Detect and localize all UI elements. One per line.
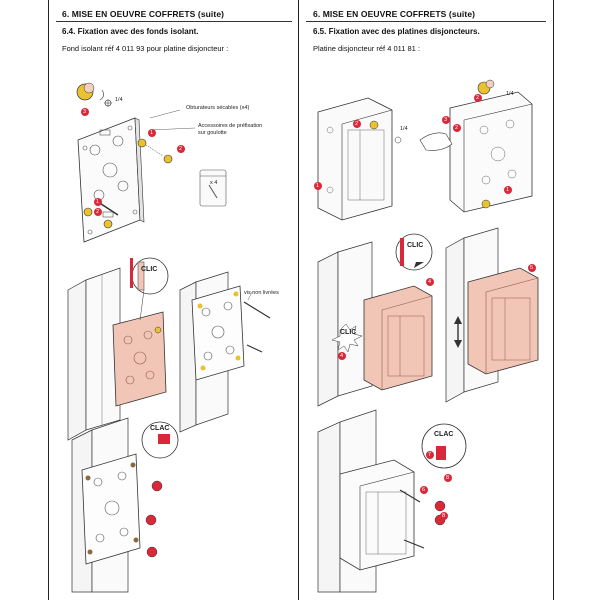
left-column [48, 0, 299, 600]
marker-r-3: 3 [444, 117, 448, 123]
marker-r-8b: 8 [446, 475, 450, 481]
marker-r-1b: 1 [506, 187, 510, 193]
marker-1c: 2 [179, 146, 183, 152]
marker-1d: 1 [96, 199, 100, 205]
label-accessories-1: Accessoires de préfixation [198, 123, 263, 129]
label-shutters: Obturateurs sécables (x4) [186, 105, 250, 111]
marker-r-5: 5 [530, 265, 534, 271]
label-quarter-turn-right-2: 1/4 [400, 126, 408, 132]
label-clic-right-b: CLIC [340, 329, 357, 336]
marker-1a: 3 [83, 109, 87, 115]
left-reference-text: Fond isolant réf 4 011 93 pour platine d… [62, 44, 229, 53]
marker-r-1: 1 [316, 183, 320, 189]
label-quarter-turn: 1/4 [115, 97, 123, 103]
marker-r-2: 2 [455, 125, 459, 131]
marker-r-7: 7 [428, 452, 432, 458]
left-subsection-title: 6.4. Fixation avec des fonds isolant. [62, 27, 199, 36]
label-clac-left: CLAC [150, 425, 170, 432]
label-clac-right: CLAC [434, 431, 454, 438]
page-frame [48, 0, 554, 600]
marker-r-2c: 2 [355, 121, 359, 127]
label-screws-not-supplied: vis non livrées [244, 290, 279, 296]
marker-1e: 2 [96, 209, 100, 215]
marker-r-8: 8 [442, 513, 446, 519]
label-times-four: x 4 [210, 180, 218, 186]
right-subsection-title: 6.5. Fixation avec des platines disjonct… [313, 27, 480, 36]
left-header-rule [56, 21, 292, 22]
left-section-title: 6. MISE EN OEUVRE COFFRETS (suite) [62, 9, 225, 19]
right-section-title: 6. MISE EN OEUVRE COFFRETS (suite) [313, 9, 476, 19]
marker-r-4b: 4 [428, 279, 432, 285]
marker-1b: 1 [150, 130, 154, 136]
label-clic-right-a: CLIC [407, 242, 424, 249]
marker-r-6: 6 [422, 487, 426, 493]
marker-r-2b: 2 [476, 95, 480, 101]
right-header-rule [306, 21, 546, 22]
label-clic-left: CLIC [141, 266, 158, 273]
marker-r-4a: 4 [340, 353, 344, 359]
right-reference-text: Platine disjoncteur réf 4 011 81 : [313, 44, 421, 53]
label-accessories-2: sur goulotte [198, 130, 227, 136]
label-quarter-turn-right: 1/4 [506, 91, 514, 97]
